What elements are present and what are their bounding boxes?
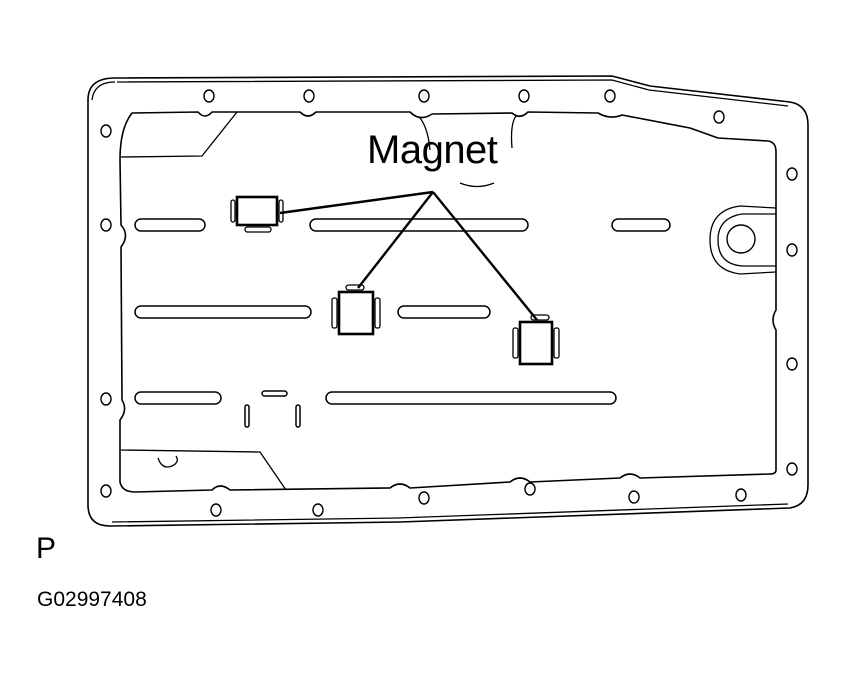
magnet-callout-label: Magnet	[367, 128, 498, 172]
pan-outer-flange	[87, 75, 809, 527]
figure-code: G02997408	[37, 588, 147, 611]
magnet-1	[230, 195, 284, 233]
ribs	[134, 218, 671, 428]
bolt-holes	[100, 89, 798, 517]
callout-leader-lines	[279, 190, 538, 321]
drain-plug-boss	[709, 205, 777, 275]
magnet-2	[331, 284, 381, 336]
magnet-3	[512, 314, 560, 366]
pan-inner-wall	[119, 111, 777, 493]
view-letter: P	[36, 532, 57, 565]
